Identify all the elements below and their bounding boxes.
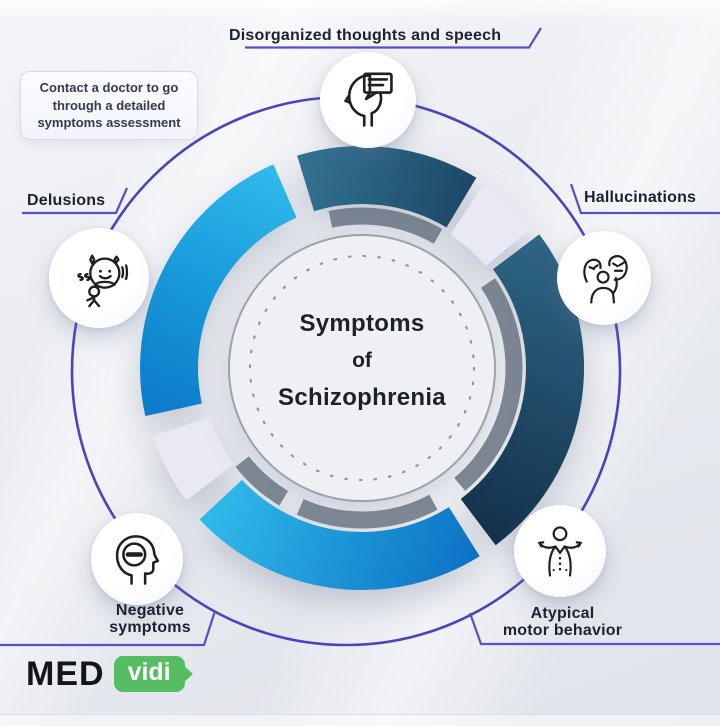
label-atypical-line2: motor behavior: [502, 622, 623, 640]
bottom-strip: [0, 714, 720, 726]
label-delusions: Delusions: [27, 192, 106, 209]
icon-circle-atypical: [514, 505, 606, 597]
center-disc-group: [228, 234, 496, 502]
icon-circle-disorganized: [320, 52, 416, 148]
icon-circle-negative: [91, 513, 183, 605]
ring-segment-blue-bottom: [199, 479, 480, 591]
label-atypical: Atypical motor behavior: [490, 605, 635, 640]
label-disorganized: Disorganized thoughts and speech: [229, 27, 502, 44]
atypical-motor-behavior-icon: [538, 526, 582, 577]
callout-line-hallucinations: [569, 183, 720, 215]
callout-line-negative: [0, 610, 217, 647]
ring-bridge-lavender-top-right: [449, 184, 532, 267]
ring-segment-navy-right: [460, 234, 584, 546]
ring-segment-blue-left: [140, 164, 298, 417]
logo-med-text: MED: [26, 655, 105, 693]
doctor-note-box: Contact a doctor to go through a detaile…: [20, 71, 198, 140]
medvidi-logo: MED vidi: [26, 656, 185, 692]
label-negative-line1: Negative: [115, 602, 185, 619]
gray-ring-arc-3: [296, 494, 438, 529]
callout-line-disorganized: [245, 27, 542, 49]
label-negative-line2: symptoms: [109, 619, 191, 637]
label-atypical-line1: Atypical: [530, 605, 595, 622]
center-title: Symptoms of Schizophrenia: [232, 310, 492, 412]
gray-ring-arc-4: [235, 456, 289, 506]
logo-vidi-text: vidi: [127, 658, 171, 686]
outer-segment-ring: [140, 146, 584, 591]
center-title-line3: Schizophrenia: [278, 384, 446, 411]
icon-circle-hallucinations: [557, 231, 651, 325]
gray-ring-arc-1: [328, 207, 443, 244]
callout-line-delusions: [22, 187, 129, 215]
center-disc: [228, 234, 496, 502]
hallucinations-icon: [583, 255, 628, 304]
callout-line-atypical: [468, 612, 720, 646]
inner-gray-ring: [235, 207, 523, 529]
center-title-line1: Symptoms: [299, 310, 425, 337]
ring-bridge-lavender-bottom-left: [152, 416, 235, 501]
ring-segment-navy-top: [297, 146, 477, 228]
label-negative: Negative symptoms: [88, 602, 212, 637]
delusions-icon: [77, 254, 129, 308]
icon-circle-delusions: [49, 228, 149, 328]
center-title-line2: of: [352, 349, 372, 372]
disorganized-thoughts-icon: [344, 72, 393, 127]
center-dotted-circle: [248, 254, 476, 482]
negative-symptoms-icon: [115, 535, 160, 585]
logo-vidi-badge: vidi: [113, 656, 185, 692]
label-hallucinations: Hallucinations: [584, 189, 697, 206]
callout-lines: [0, 27, 720, 647]
gray-ring-arc-2: [454, 278, 523, 491]
